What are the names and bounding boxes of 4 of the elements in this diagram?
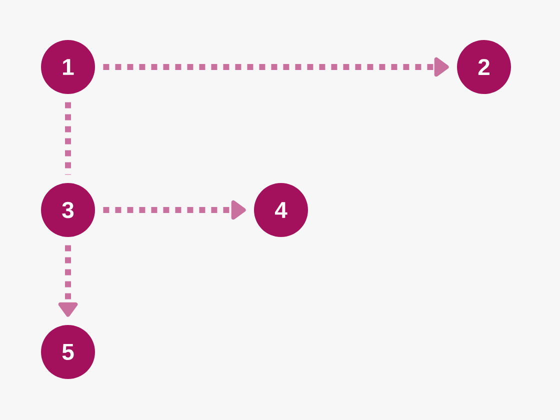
arrow [103,57,449,77]
arrow [103,200,246,220]
arrow [58,245,78,317]
connector-line [65,102,71,175]
